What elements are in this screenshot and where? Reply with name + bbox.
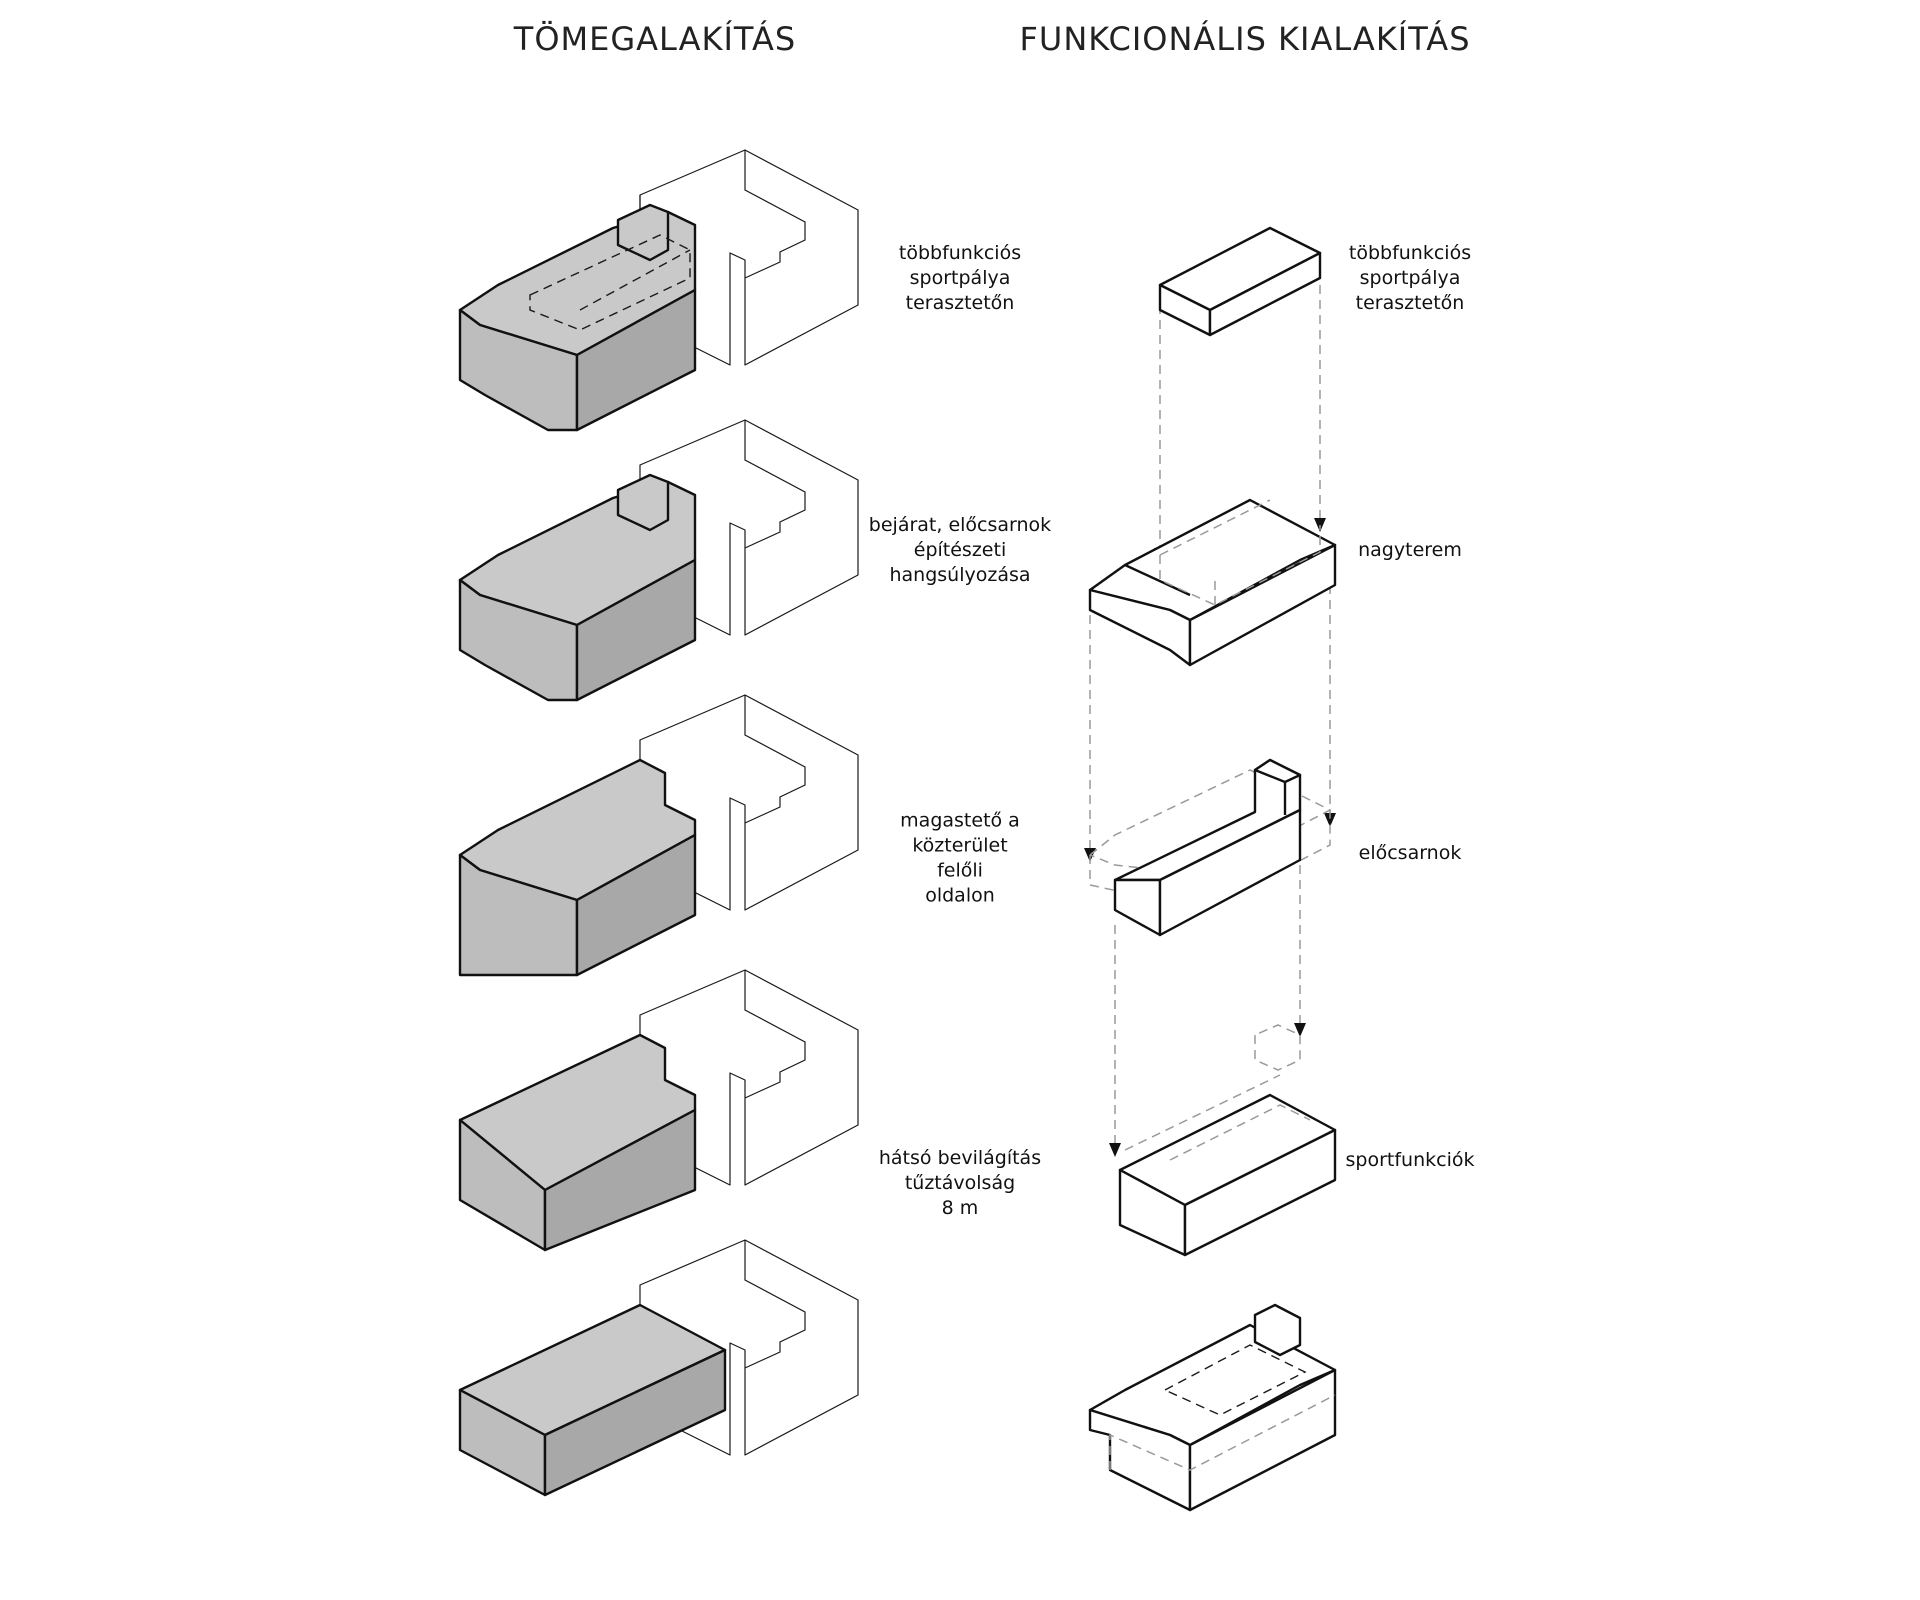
massing-label-2-line-1: bejárat, előcsarnok [869, 514, 1051, 536]
gray-mass [458, 203, 697, 432]
arrow-down-icon [1109, 1143, 1121, 1157]
heading-function: FUNKCIONÁLIS KIALAKÍTÁS [1020, 20, 1471, 58]
arrow-down-icon [1294, 1023, 1306, 1037]
massing-label-1-line-2: sportpálya [910, 267, 1011, 289]
massing-label-2-line-2: építészeti [914, 539, 1006, 561]
massing-label-3-line-1: magastető a [900, 810, 1020, 832]
massing-label-1-line-3: terasztetőn [906, 292, 1015, 314]
function-label-2-line-1: nagyterem [1358, 539, 1462, 561]
function-label-1-line-2: sportpálya [1360, 267, 1461, 289]
massing-label-3-line-2: közterület [912, 835, 1007, 857]
gray-mass [458, 758, 697, 977]
function-label-3-line-1: előcsarnok [1359, 842, 1462, 864]
gray-mass [458, 473, 697, 702]
massing-label-4-line-3: 8 m [942, 1197, 979, 1219]
function-label-1-line-3: terasztetőn [1356, 292, 1465, 314]
terrace-court-outline [529, 234, 691, 331]
massing-labels: többfunkciós sportpálya terasztetőn bejárat… [869, 242, 1051, 1219]
function-label-1-line-1: többfunkciós [1349, 242, 1471, 264]
projection-lines [1084, 285, 1336, 1157]
function-great-hall [1088, 498, 1337, 667]
massing-step-1 [458, 149, 859, 432]
function-sport-court [1158, 226, 1322, 337]
massing-label-3-line-4: oldalon [925, 885, 995, 907]
function-sports [1118, 1024, 1337, 1257]
massing-step-5 [458, 1239, 859, 1497]
massing-step-3 [458, 694, 859, 977]
function-label-4-line-1: sportfunkciók [1346, 1149, 1475, 1171]
gray-mass [458, 1303, 727, 1497]
massing-label-3-line-3: felőli [937, 860, 983, 882]
arrow-down-icon [1324, 813, 1336, 827]
massing-label-2-line-3: hangsúlyozása [889, 564, 1030, 586]
function-labels: többfunkciós sportpálya terasztetőn nagyter… [1346, 242, 1475, 1171]
massing-step-2 [458, 419, 859, 702]
massing-label-4-line-1: hátsó bevilágítás [879, 1147, 1041, 1169]
function-lobby [1089, 758, 1332, 937]
massing-label-1-line-1: többfunkciós [899, 242, 1021, 264]
massing-step-4 [458, 969, 859, 1252]
function-assembled [1088, 1303, 1337, 1512]
massing-label-4-line-2: tűztávolság [905, 1172, 1015, 1194]
heading-massing: TÖMEGALAKÍTÁS [513, 20, 796, 58]
gray-mass [458, 1033, 697, 1252]
